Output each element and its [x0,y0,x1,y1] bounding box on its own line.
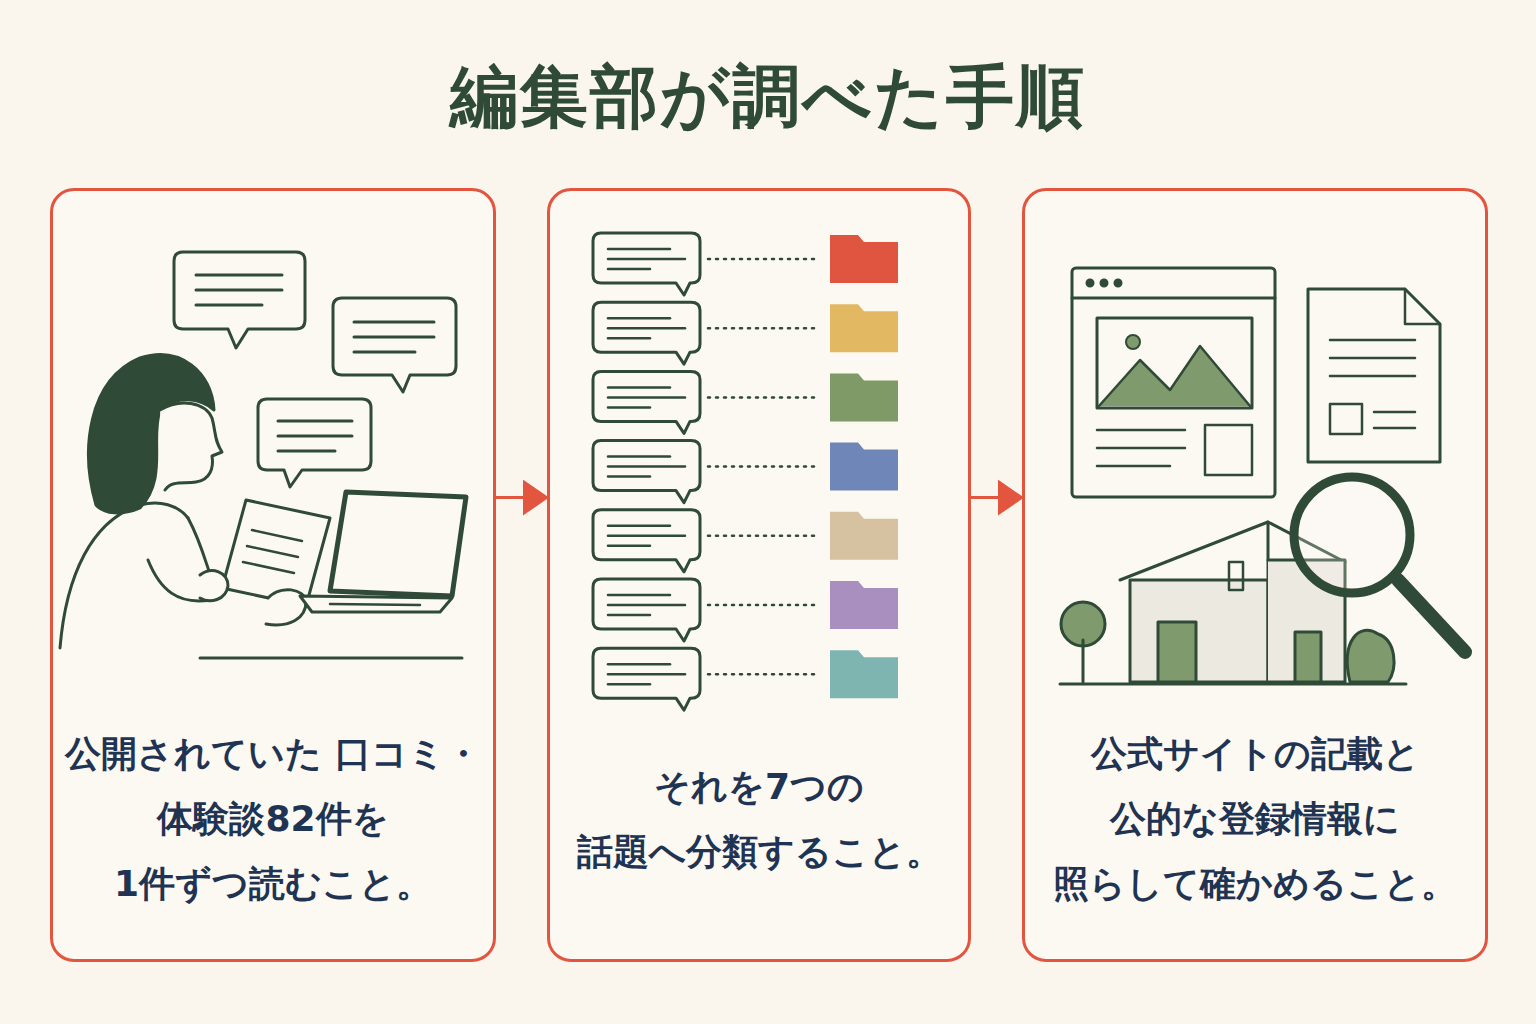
step-box: 公式サイトの記載と 公的な登録情報に 照らして確かめること。 [1022,188,1488,962]
step-arrow [971,496,1022,499]
step-description: 公式サイトの記載と 公的な登録情報に 照らして確かめること。 [1035,721,1475,916]
step-description: それを7つの 話題へ分類すること。 [560,754,958,884]
step-arrow [496,496,547,499]
step-textbox: 公開されていた 口コミ・体験談82件を 1件ずつ読むこと。 [63,711,483,926]
diagram-title: 編集部が調べた手順 [0,52,1536,143]
step-box: それを7つの 話題へ分類すること。 [547,188,971,962]
step-textbox: 公式サイトの記載と 公的な登録情報に 照らして確かめること。 [1035,711,1475,926]
step-box: 公開されていた 口コミ・体験談82件を 1件ずつ読むこと。 [50,188,496,962]
step-textbox: それを7つの 話題へ分類すること。 [560,711,958,926]
step-description: 公開されていた 口コミ・体験談82件を 1件ずつ読むこと。 [63,721,483,916]
